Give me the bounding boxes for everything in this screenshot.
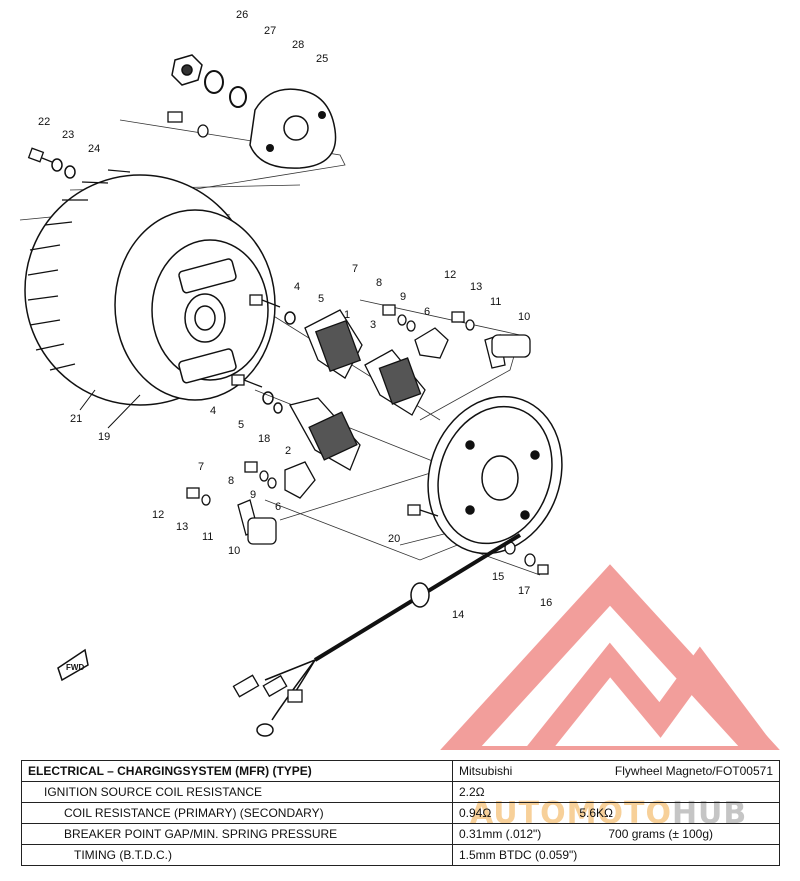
washer-28 [229,86,247,108]
callout-5: 5 [238,419,244,431]
callout-6: 6 [275,501,281,513]
spec-value: 2.2Ω [452,781,780,803]
washer-27 [204,70,224,94]
washer-18 [273,402,283,414]
coil-1 [304,309,363,379]
spec-label: ELECTRICAL – CHARGINGSYSTEM (MFR) (TYPE) [21,760,453,782]
callout-14: 14 [452,609,464,621]
screw-20 [407,504,439,517]
callout-24: 24 [88,143,100,155]
callout-6: 6 [424,306,430,318]
callout-9: 9 [400,291,406,303]
wire-clamp-15-17-16 [504,541,549,575]
coil-3 [364,349,426,416]
flywheel-21 [24,169,276,406]
cam-plate-25 [249,88,337,169]
callout-3: 3 [370,319,376,331]
callout-13: 13 [470,281,482,293]
front-arrow-icon: FWD [57,648,89,682]
callout-2: 2 [285,445,291,457]
spec-label: BREAKER POINT GAP/MIN. SPRING PRESSURE [21,823,453,845]
leader-19 [107,394,141,429]
coil-2 [289,397,361,471]
callout-4: 4 [294,281,300,293]
screw-22 [27,147,53,163]
callout-19: 19 [98,431,110,443]
spec-label: IGNITION SOURCE COIL RESISTANCE [21,781,453,803]
table-row: IGNITION SOURCE COIL RESISTANCE 2.2Ω [21,781,780,803]
points-assembly-lower [186,461,316,545]
callout-15: 15 [492,571,504,583]
callout-8: 8 [376,277,382,289]
table-row: TIMING (B.T.D.C.) 1.5mm BTDC (0.059") [21,844,780,866]
callout-16: 16 [540,597,552,609]
screw-4-lower [231,374,263,388]
spec-label: COIL RESISTANCE (PRIMARY) (SECONDARY) [21,802,453,824]
spec-value: 0.31mm (.012")700 grams (± 100g) [452,823,780,845]
front-label: FWD [66,663,84,672]
part-callouts: 2627282522232478961213111045132119451827… [38,9,552,621]
callout-7: 7 [352,263,358,275]
callout-5: 5 [318,293,324,305]
callout-11: 11 [202,531,213,543]
callout-22: 22 [38,116,50,128]
washer-23 [51,158,63,172]
callout-10: 10 [518,311,530,323]
callout-25: 25 [316,53,328,65]
spec-value: 1.5mm BTDC (0.059") [452,844,780,866]
callout-18: 18 [258,433,270,445]
callout-20: 20 [388,533,400,545]
callout-8: 8 [228,475,234,487]
table-row: BREAKER POINT GAP/MIN. SPRING PRESSURE 0… [21,823,780,845]
callout-9: 9 [250,489,256,501]
callout-26: 26 [236,9,248,21]
table-row: ELECTRICAL – CHARGINGSYSTEM (MFR) (TYPE)… [21,760,780,782]
callout-17: 17 [518,585,530,597]
table-row: COIL RESISTANCE (PRIMARY) (SECONDARY) 0.… [21,802,780,824]
spec-label: TIMING (B.T.D.C.) [21,844,453,866]
watermark-logo [440,564,780,750]
callout-12: 12 [444,269,456,281]
callout-27: 27 [264,25,276,37]
callout-21: 21 [70,413,82,425]
callout-23: 23 [62,129,74,141]
washer-5-upper [284,311,296,325]
callout-7: 7 [198,461,204,473]
callout-1: 1 [344,309,350,321]
spec-table: ELECTRICAL – CHARGINGSYSTEM (MFR) (TYPE)… [21,760,780,866]
washer-24 [64,165,76,179]
callout-28: 28 [292,39,304,51]
nut-26 [171,54,203,86]
callout-12: 12 [152,509,164,521]
points-assembly-upper [382,304,531,369]
exploded-view-diagram: FWD 262728252223247896121311104513211945… [19,9,780,750]
callout-10: 10 [228,545,240,557]
leader-21 [79,389,96,411]
callout-4: 4 [210,405,216,417]
washer-5-lower [262,391,274,405]
callout-13: 13 [176,521,188,533]
callout-11: 11 [490,296,501,308]
key-bolt [167,111,209,138]
wire-harness-14 [232,533,522,737]
screw-4-upper [249,294,281,308]
stator-plate [427,395,563,555]
